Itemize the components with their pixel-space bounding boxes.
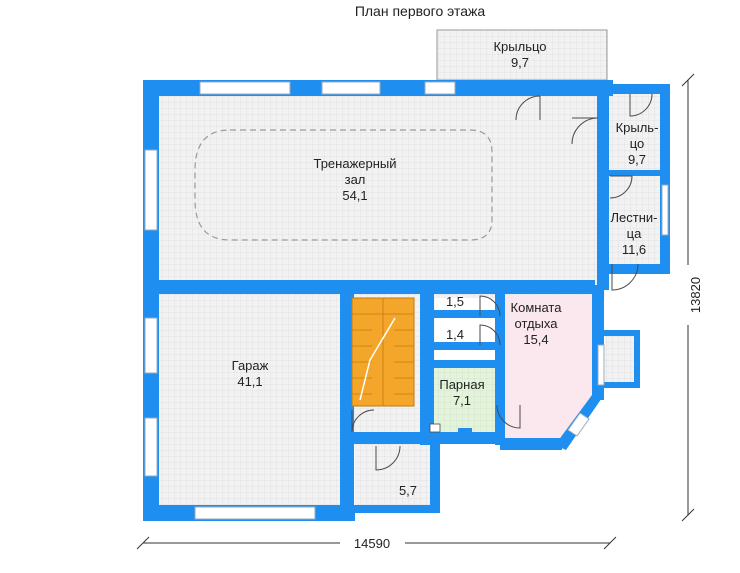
gym-name-2: зал: [345, 172, 366, 187]
porch-top: Крыльцо 9,7: [436, 29, 608, 81]
stair-room-area: 11,6: [622, 242, 646, 257]
small-room-1-area: 1,5: [446, 294, 464, 309]
gym-name-1: Тренажерный: [313, 156, 396, 171]
garage-name: Гараж: [232, 358, 269, 373]
east-annex-floor: [599, 91, 669, 273]
porch-right-name-2: цо: [630, 136, 645, 151]
staircase: [351, 297, 415, 407]
gym-area: 54,1: [342, 188, 367, 203]
vestibule-area: 5,7: [399, 483, 417, 498]
porch-top-name: Крыльцо: [493, 39, 546, 54]
stair-room-name-1: Лестни-: [611, 210, 658, 225]
porch-right-area: 9,7: [628, 152, 646, 167]
height-dimension-label: 13820: [688, 277, 703, 313]
rest-room-area: 15,4: [523, 332, 548, 347]
stair-room-name-2: ца: [627, 226, 642, 241]
width-dimension-label: 14590: [354, 536, 390, 551]
rest-room-name-2: отдыха: [515, 316, 559, 331]
windows: [144, 81, 669, 520]
small-room-2-area: 1,4: [446, 327, 464, 342]
garage-area: 41,1: [237, 374, 262, 389]
sauna-area: 7,1: [453, 393, 471, 408]
sauna-name: Парная: [439, 377, 484, 392]
rest-room-name-1: Комната: [511, 300, 563, 315]
dimension-width: [136, 536, 617, 550]
porch-top-area: 9,7: [511, 55, 529, 70]
plan-title: План первого этажа: [355, 3, 486, 19]
gym-track: [194, 129, 493, 241]
dimension-height: [681, 73, 695, 522]
room-labels: Тренажерный зал 54,1 Крыль- цо 9,7 Лестн…: [232, 120, 659, 498]
doors: [351, 93, 653, 471]
sauna-fixtures: [429, 423, 472, 440]
porch-right-name-1: Крыль-: [616, 120, 659, 135]
